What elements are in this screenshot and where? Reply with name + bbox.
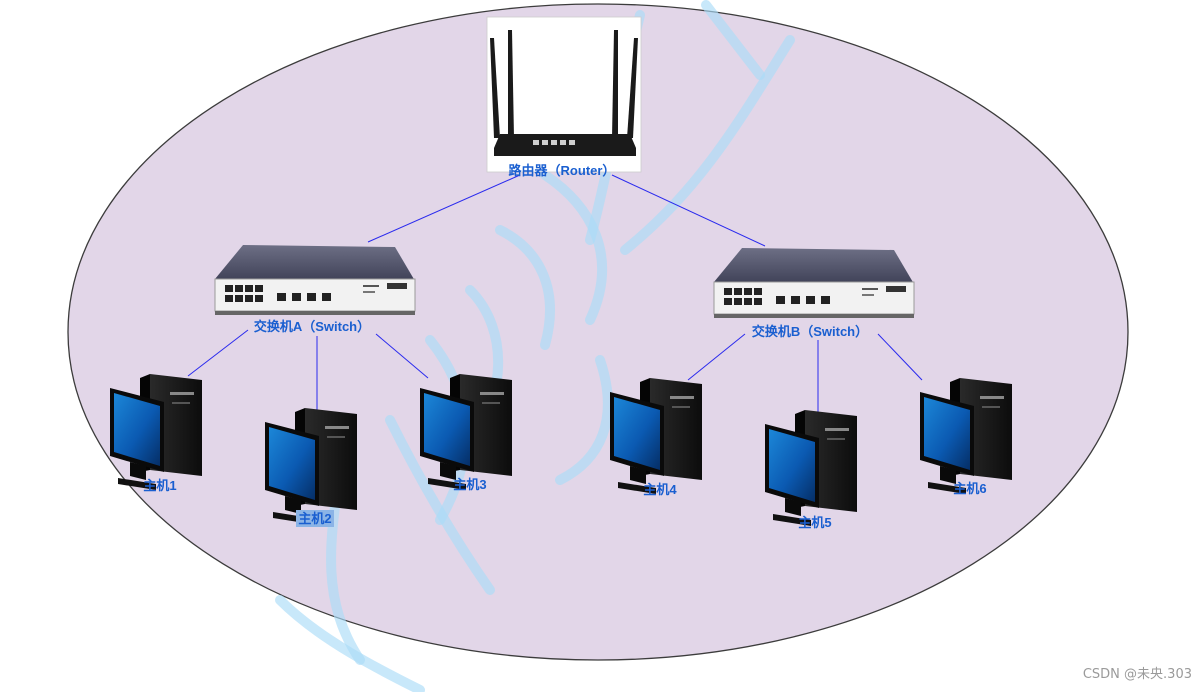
csdn-watermark: CSDN @未央.303 [1082, 667, 1192, 682]
switch-a: 交换机A（Switch） [214, 244, 416, 334]
host-4-label: 主机4 [643, 482, 677, 497]
link-switch-b-host4 [687, 333, 746, 381]
router: 路由器（Router） [486, 16, 642, 178]
link-router-switch-a [367, 174, 521, 243]
host-3: 主机3 [420, 374, 512, 492]
host-2-label-highlight [296, 510, 334, 527]
switch-b-label: 交换机B（Switch） [752, 324, 868, 339]
link-switch-a-host3 [375, 333, 429, 379]
host-1: 主机1 [110, 374, 202, 493]
switch-b: 交换机B（Switch） [713, 247, 915, 339]
host-6: 主机6 [920, 378, 1012, 496]
network-switch-icon [214, 244, 416, 316]
host-5-label: 主机5 [798, 515, 831, 530]
host-2-label: 主机2 [298, 511, 331, 526]
network-links [187, 174, 923, 412]
host-5: 主机5 [765, 410, 857, 530]
host-6-label: 主机6 [953, 481, 986, 496]
host-1-label: 主机1 [143, 478, 176, 493]
host-4: 主机4 [610, 378, 702, 497]
link-router-switch-b [611, 174, 766, 247]
host-2: 主机2 [265, 408, 357, 527]
host-3-label: 主机3 [453, 477, 486, 492]
router-label: 路由器（Router） [509, 163, 616, 178]
switch-a-label: 交换机A（Switch） [254, 319, 370, 334]
network-switch-icon [713, 247, 915, 319]
link-switch-b-host6 [877, 333, 923, 381]
link-switch-a-host1 [187, 329, 249, 377]
